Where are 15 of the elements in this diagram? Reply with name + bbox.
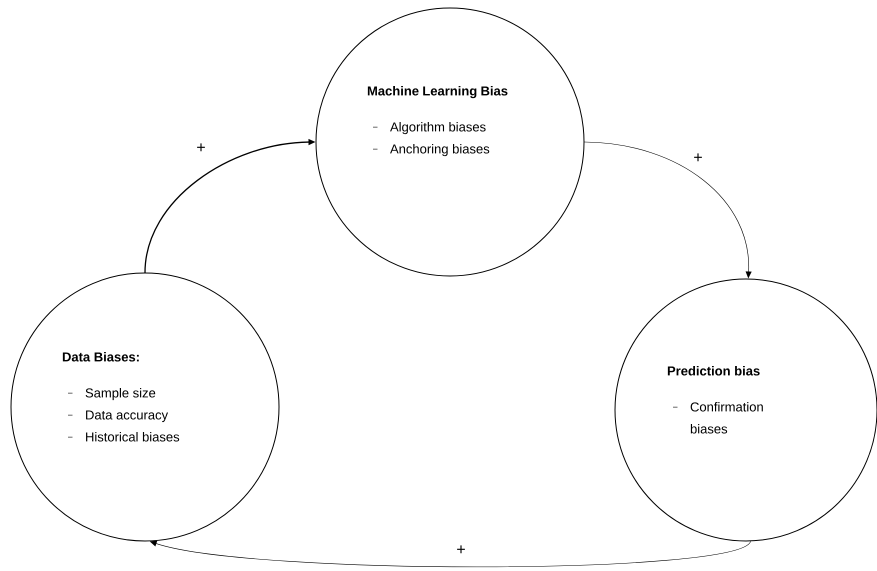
circle-node (316, 8, 584, 276)
arrow (584, 142, 752, 278)
heading: Prediction bias (668, 366, 760, 376)
edge-label: + (455, 544, 467, 556)
edge-label: + (692, 152, 704, 164)
heading: Machine Learning Bias (368, 86, 508, 98)
circle-node (10, 272, 280, 542)
list-item: Algorithm biases (390, 122, 486, 134)
list-item: Sample size (86, 388, 156, 400)
list-item: Confirmation biases (690, 402, 763, 434)
list-item: Data accuracy (86, 410, 168, 422)
list-item: Anchoring biases (390, 144, 490, 156)
edge-label: + (195, 142, 207, 154)
list-item: Historical biases (86, 432, 180, 442)
heading: Data Biases: (62, 352, 139, 362)
